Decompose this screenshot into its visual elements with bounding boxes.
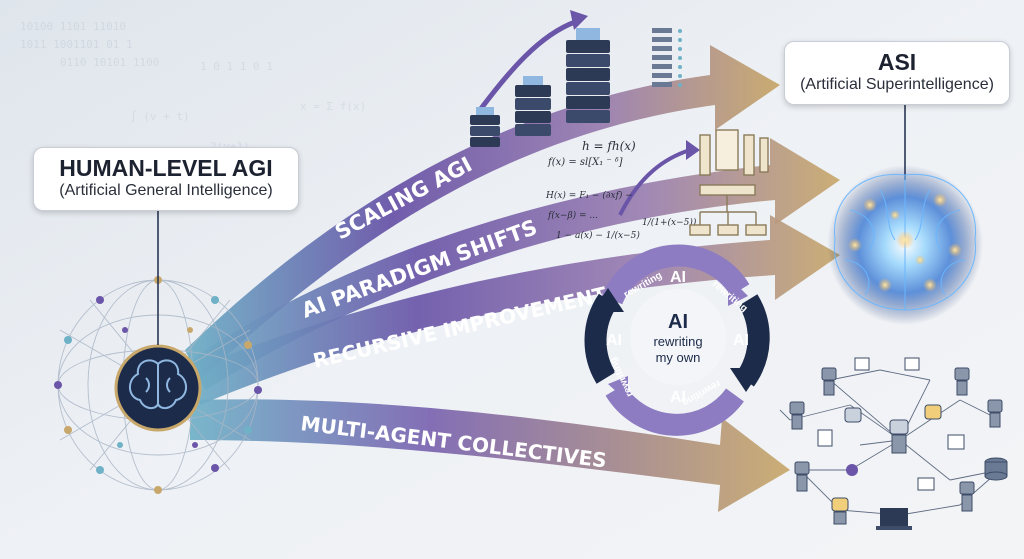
agi-network-sphere: [54, 276, 262, 494]
network-nodes: [54, 276, 262, 494]
laptop-icon: [876, 508, 912, 530]
math-equations: h = fh(x) f(x) = sl[X₁ ⁻ ᵟ] H(x) = F₁ − …: [545, 139, 697, 241]
equation-2: f(x) = sl[X₁ ⁻ ᵟ]: [547, 157, 623, 168]
cycle-arc-top: [601, 244, 750, 305]
database-icon: [984, 457, 1008, 481]
equation-3: H(x) = F₁ − (∂xf) −: [545, 190, 633, 201]
equation-4: f(x−β) = ...: [547, 210, 598, 221]
pathway-arrow-paradigm: [190, 138, 840, 390]
cycle-node-bottom: AI: [670, 389, 686, 406]
cycle-arrowhead-right: [730, 368, 762, 392]
asi-title-box: ASI (Artificial Superintelligence): [784, 41, 1010, 105]
svg-text:1 0 1 1 0 1: 1 0 1 1 0 1: [200, 60, 273, 73]
svg-text:∫ (v + t): ∫ (v + t): [130, 110, 190, 123]
server-stack-icon: [470, 28, 682, 147]
equation-5: 1 − a(x) − 1/(x−5): [556, 230, 640, 241]
agi-title: HUMAN-LEVEL AGI: [59, 155, 273, 181]
svg-text:0110 10101 1100: 0110 10101 1100: [60, 56, 159, 69]
cycle-center-line1: rewriting: [653, 334, 702, 349]
accent-arrowhead-paradigm: [686, 140, 700, 160]
agi-title-box: HUMAN-LEVEL AGI (Artificial General Inte…: [33, 147, 299, 211]
accent-arrow-paradigm: [618, 148, 691, 216]
cycle-arrowhead-top: [728, 276, 748, 306]
cycle-center-title: AI: [668, 311, 688, 333]
svg-text:10100 1101 11010: 10100 1101 11010: [20, 20, 126, 33]
gear-icon: [846, 464, 858, 476]
cycle-node-left: AI: [606, 332, 622, 349]
cycle-node-right: AI: [733, 332, 749, 349]
robot-icon: [789, 367, 1003, 525]
cycle-center-line2: my own: [656, 350, 701, 365]
brain-icon: [129, 359, 187, 410]
neural-net-icon: [689, 129, 769, 236]
cycle-arrowhead-left: [592, 288, 624, 312]
svg-text:1011 1001101 01 1: 1011 1001101 01 1: [20, 38, 133, 51]
accent-arrow-scaling: [478, 19, 576, 112]
pathway-arrow-scaling: [185, 45, 780, 380]
asi-brain-icon: [827, 165, 983, 325]
cycle-arrowhead-bottom: [608, 376, 628, 402]
multi-agent-network: [779, 357, 1008, 530]
asi-subtitle: (Artificial Superintelligence): [800, 76, 994, 93]
svg-text:x = Σ f(x): x = Σ f(x): [300, 100, 366, 113]
agi-subtitle: (Artificial General Intelligence): [59, 182, 273, 199]
equation-1: h = fh(x): [582, 139, 636, 153]
equation-6: 1/(1+(x−5)): [642, 217, 697, 228]
cycle-center-disc: [630, 289, 726, 385]
cycle-node-top: AI: [670, 269, 686, 286]
asi-title: ASI: [877, 49, 917, 75]
document-icon: [817, 357, 965, 491]
recursive-cycle: AI AI AI AI rewriting rewriting rewritin…: [584, 244, 770, 436]
accent-arrowhead-scaling: [570, 10, 588, 30]
pathway-arrow-multi-agent: [190, 399, 790, 512]
cycle-arc-bottom: [605, 383, 744, 436]
